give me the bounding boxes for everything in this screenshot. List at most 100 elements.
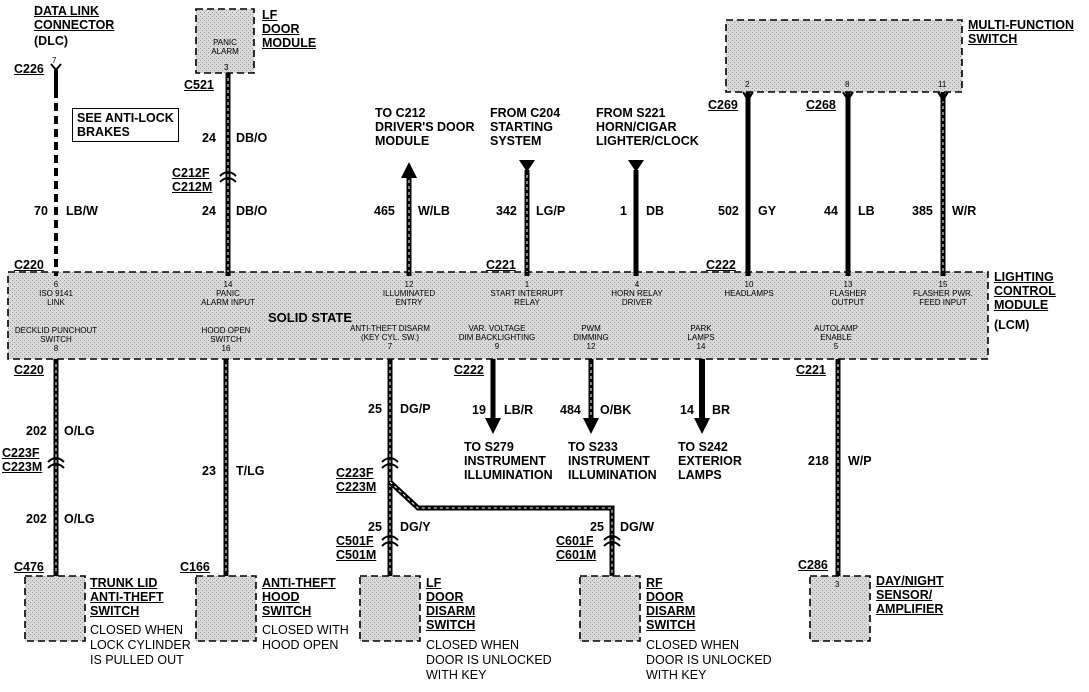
rf-disarm-color: DG/W bbox=[620, 520, 655, 534]
disarm-color-top: DG/P bbox=[400, 402, 431, 416]
lcm-bottom-pin-7: ANTI-THEFT DISARM(KEY CYL. SW.)7 bbox=[350, 324, 430, 351]
hood-switch-box bbox=[195, 575, 257, 642]
feed-circuit-465: 465 bbox=[374, 204, 395, 218]
output-circuit-19: 19 bbox=[472, 403, 486, 417]
mfs-color-502: GY bbox=[758, 204, 777, 218]
day-night-pin: 3 bbox=[835, 580, 840, 589]
headlamps-wire bbox=[742, 91, 754, 276]
feed-circuit-1: 1 bbox=[620, 204, 627, 218]
hood-color: T/LG bbox=[236, 464, 265, 478]
lcm-box bbox=[7, 271, 989, 360]
lcm-solid-state: SOLID STATE bbox=[268, 310, 353, 325]
day-night-color: W/P bbox=[848, 454, 872, 468]
hood-circuit: 23 bbox=[202, 464, 216, 478]
mfs-connector-c269: C269 bbox=[708, 98, 738, 112]
mfs-circuit-502: 502 bbox=[718, 204, 739, 218]
dlc-pin: 7 bbox=[52, 56, 57, 65]
lf-disarm-circuit: 25 bbox=[368, 520, 382, 534]
mfs-pin-2: 2 bbox=[745, 80, 750, 89]
mfs-circuit-44: 44 bbox=[824, 204, 838, 218]
lcm-connector-top-c220: C220 bbox=[14, 258, 44, 272]
output-wire-14 bbox=[694, 359, 710, 434]
lcm-connector-bottom-c222: C222 bbox=[454, 363, 484, 377]
trunk-circuit-bottom: 202 bbox=[26, 512, 47, 526]
mfs-circuit-385: 385 bbox=[912, 204, 933, 218]
day-night-connector: C286 bbox=[798, 558, 828, 572]
dlc-title-abbr: (DLC) bbox=[34, 34, 69, 48]
feed-color-342: LG/P bbox=[536, 204, 566, 218]
dlc-circuit: 70 bbox=[34, 204, 48, 218]
output-circuit-14: 14 bbox=[680, 403, 694, 417]
rf-disarm-circuit: 25 bbox=[590, 520, 604, 534]
lf-door-circuit-top: 24 bbox=[202, 131, 216, 145]
feed-color-465: W/LB bbox=[418, 204, 450, 218]
lf-door-color-bottom: DB/O bbox=[236, 204, 268, 218]
output-color-19: LB/R bbox=[504, 403, 534, 417]
lcm-title-abbr: (LCM) bbox=[994, 318, 1030, 332]
dlc-color: LB/W bbox=[66, 204, 98, 218]
flasher-output-wire bbox=[842, 91, 854, 276]
mfs-color-44: LB bbox=[858, 204, 875, 218]
horn-relay-wire bbox=[628, 160, 644, 276]
mfs-connector-c268: C268 bbox=[806, 98, 836, 112]
lf-door-module-pin: 3 bbox=[224, 63, 229, 72]
lf-door-module-wire bbox=[219, 73, 237, 276]
mfs-pin-11: 11 bbox=[938, 80, 947, 89]
output-color-484: O/BK bbox=[600, 403, 632, 417]
day-night-sensor-box bbox=[809, 575, 871, 642]
mfs-color-385: W/R bbox=[952, 204, 977, 218]
dlc-wire bbox=[50, 63, 62, 276]
lcm-connector-top-c221: C221 bbox=[486, 258, 516, 272]
trunk-switch-box bbox=[24, 575, 86, 642]
lcm-connector-bottom-c220: C220 bbox=[14, 363, 44, 377]
start-interrupt-wire bbox=[519, 160, 535, 276]
mfs-pin-8: 8 bbox=[845, 80, 850, 89]
output-wire-19 bbox=[485, 359, 501, 434]
lf-door-module-connector: C521 bbox=[184, 78, 214, 92]
output-wire-484 bbox=[583, 359, 599, 434]
illuminated-entry-wire bbox=[401, 162, 417, 276]
door-disarm-wire bbox=[381, 359, 621, 576]
multifunction-switch-box bbox=[725, 19, 963, 93]
lf-disarm-color: DG/Y bbox=[400, 520, 431, 534]
output-color-14: BR bbox=[712, 403, 731, 417]
lf-door-module-box bbox=[195, 8, 255, 74]
day-night-circuit: 218 bbox=[808, 454, 829, 468]
trunk-connector: C476 bbox=[14, 560, 44, 574]
feed-color-1: DB bbox=[646, 204, 665, 218]
